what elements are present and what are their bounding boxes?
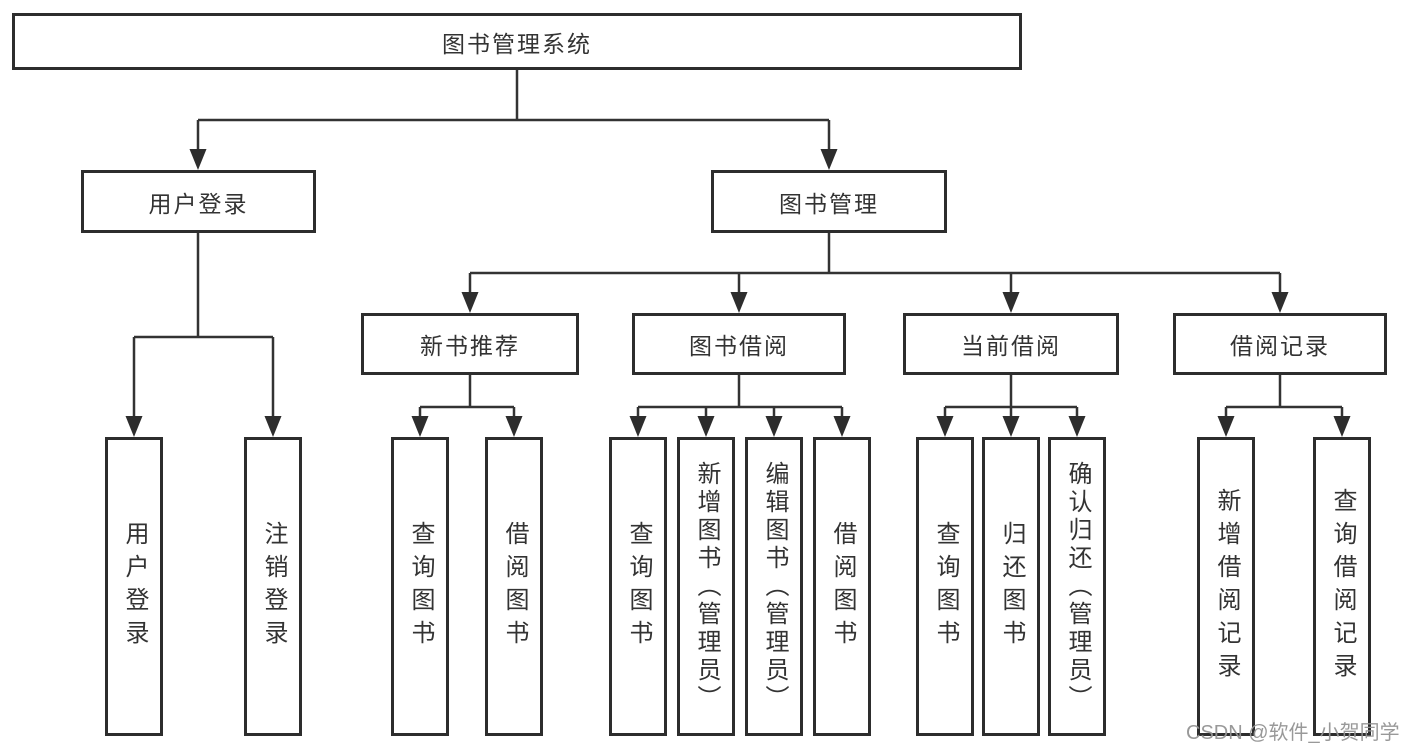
node-label: 归还图书 <box>998 520 1025 653</box>
node-book-borrow: 图书借阅 <box>632 313 846 375</box>
leaf-current-confirm-return-admin: 确认归还（管理员） <box>1048 437 1106 736</box>
connector-path <box>132 70 1344 417</box>
leaf-user-login: 用户登录 <box>105 437 163 736</box>
node-label: 用户登录 <box>121 520 148 653</box>
leaf-newbook-query-book: 查询图书 <box>391 437 449 736</box>
node-label: 编辑图书（管理员） <box>761 460 788 713</box>
node-label: 新书推荐 <box>420 333 520 359</box>
node-label: 借阅图书 <box>829 520 856 653</box>
node-label: 图书管理系统 <box>442 30 592 57</box>
node-label: 当前借阅 <box>961 333 1061 359</box>
leaf-borrow-add-book-admin: 新增图书（管理员） <box>677 437 735 736</box>
leaf-current-return-book: 归还图书 <box>982 437 1040 736</box>
node-label: 图书管理 <box>779 190 879 217</box>
node-label: 用户登录 <box>148 190 249 217</box>
node-label: 注销登录 <box>260 520 287 653</box>
node-label: 查询图书 <box>625 520 652 653</box>
leaf-borrow-query-book: 查询图书 <box>609 437 667 736</box>
node-book-management: 图书管理 <box>711 170 947 233</box>
node-label: 图书借阅 <box>689 333 789 359</box>
node-label: 确认归还（管理员） <box>1064 460 1091 713</box>
leaf-borrow-edit-book-admin: 编辑图书（管理员） <box>745 437 803 736</box>
node-label: 查询图书 <box>407 520 434 653</box>
leaf-current-query-book: 查询图书 <box>916 437 974 736</box>
node-new-book-recommend: 新书推荐 <box>361 313 579 375</box>
node-label: 查询借阅记录 <box>1329 487 1356 686</box>
node-library-management-system: 图书管理系统 <box>12 13 1022 70</box>
node-label: 借阅图书 <box>501 520 528 653</box>
node-label: 新增借阅记录 <box>1213 487 1240 686</box>
node-label: 查询图书 <box>932 520 959 653</box>
leaf-logout-login: 注销登录 <box>244 437 302 736</box>
watermark: CSDN @软件_小贺同学 <box>1186 722 1400 744</box>
node-borrow-records: 借阅记录 <box>1173 313 1387 375</box>
node-current-borrow: 当前借阅 <box>903 313 1119 375</box>
node-label: 借阅记录 <box>1230 333 1330 359</box>
leaf-records-add-record: 新增借阅记录 <box>1197 437 1255 736</box>
node-user-login: 用户登录 <box>81 170 316 233</box>
arrowhead-icons <box>125 149 1351 437</box>
node-label: 新增图书（管理员） <box>693 460 720 713</box>
leaf-borrow-borrow-book: 借阅图书 <box>813 437 871 736</box>
leaf-newbook-borrow-book: 借阅图书 <box>485 437 543 736</box>
leaf-records-query-record: 查询借阅记录 <box>1313 437 1371 736</box>
